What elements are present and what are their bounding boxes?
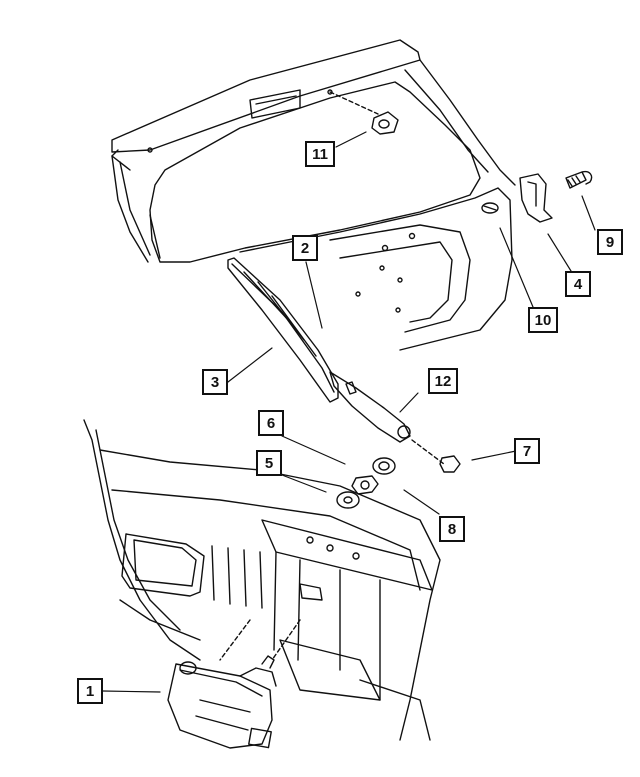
- callout-2: 2: [292, 235, 318, 261]
- body-interior-illustration: [83, 419, 441, 741]
- wiper-arm-illustration: [329, 371, 411, 443]
- callout-6: 6: [258, 410, 284, 436]
- callout-3: 3: [202, 369, 228, 395]
- callout-5: 5: [256, 450, 282, 476]
- callout-10: 10: [528, 307, 558, 333]
- callout-8: 8: [439, 516, 465, 542]
- callout-9: 9: [597, 229, 623, 255]
- leader-lines: [102, 131, 596, 693]
- pivot-hardware-illustration: [336, 439, 461, 509]
- clip-illustration: [329, 91, 399, 135]
- wiper-motor-illustration: [167, 655, 277, 749]
- screw-illustration: [565, 170, 593, 189]
- wiper-blade-illustration: [227, 257, 339, 403]
- callout-12: 12: [428, 368, 458, 394]
- callout-7: 7: [514, 438, 540, 464]
- bracket-illustration: [519, 173, 553, 223]
- liftgate-illustration: [111, 39, 516, 351]
- callout-1: 1: [77, 678, 103, 704]
- callout-11: 11: [305, 141, 335, 167]
- callout-4: 4: [565, 271, 591, 297]
